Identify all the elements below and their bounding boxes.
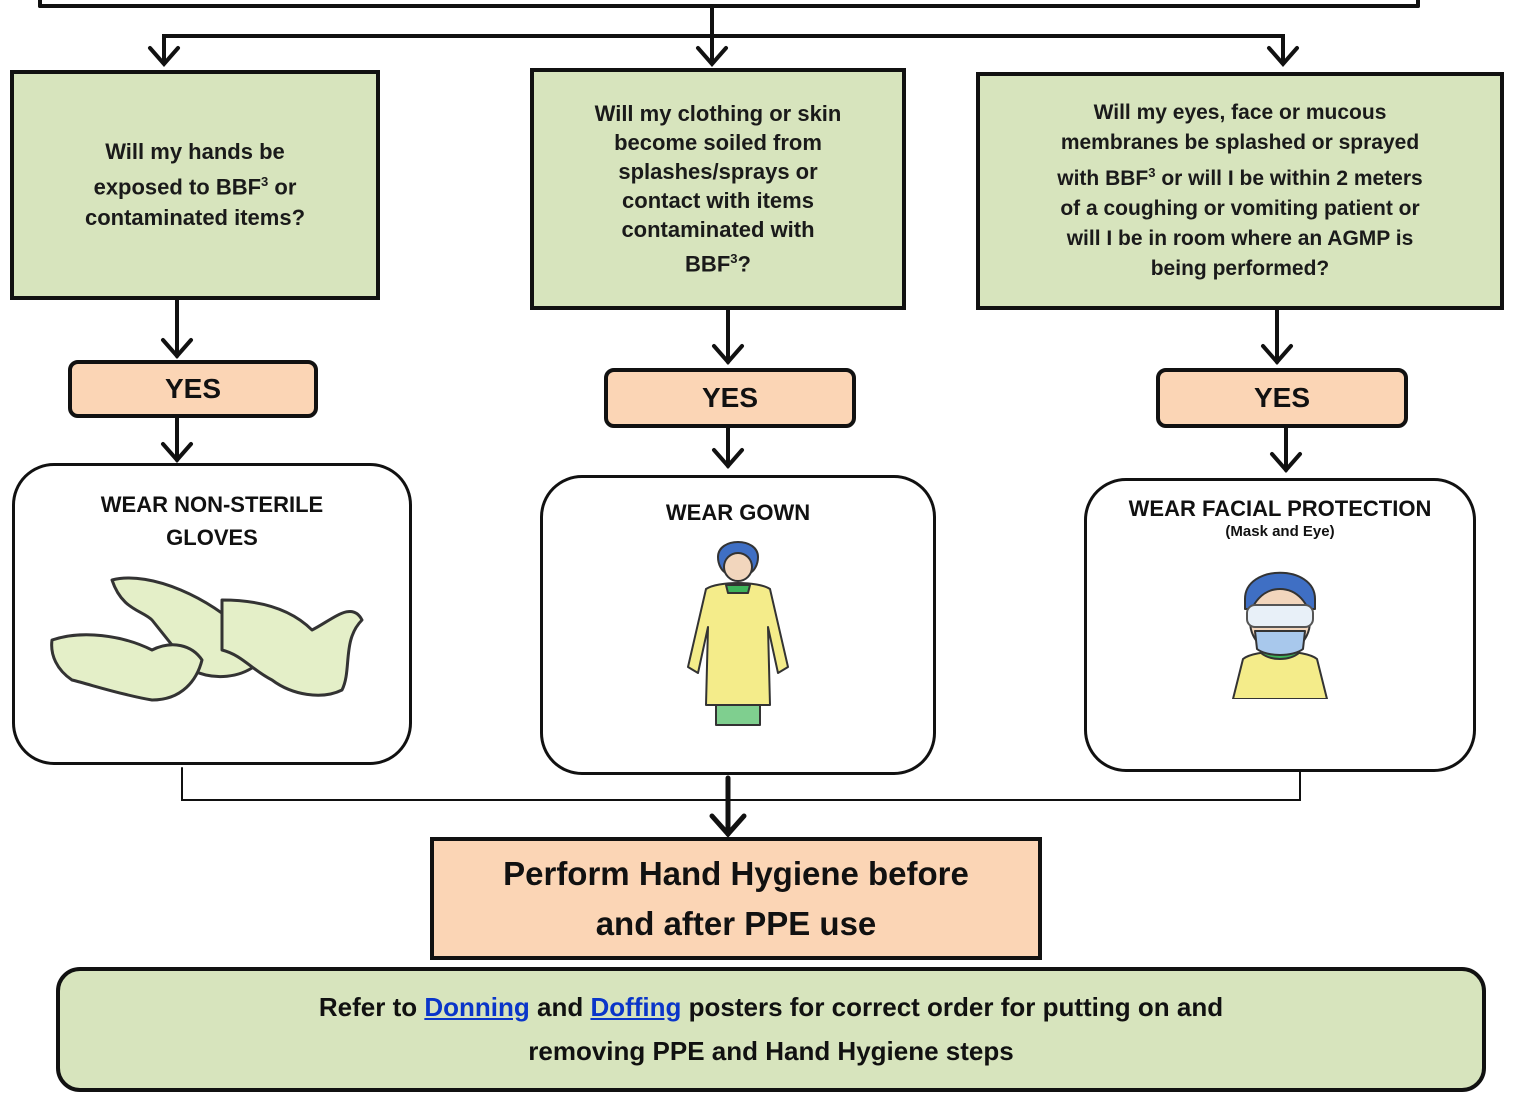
hand-hygiene-box: Perform Hand Hygiene before and after PP… — [430, 837, 1042, 960]
wear-gloves-title: WEAR NON-STERILE GLOVES — [100, 492, 324, 550]
yes-box-eyes: YES — [1156, 368, 1408, 428]
merge-line — [181, 767, 1301, 801]
wear-facial-subtitle: (Mask and Eye) — [1225, 523, 1335, 540]
yes-box-hands: YES — [68, 360, 318, 418]
doffing-link[interactable]: Doffing — [590, 992, 682, 1022]
wear-facial-title: WEAR FACIAL PROTECTION — [1128, 496, 1432, 521]
question-clothing-skin: Will my clothing or skin become soiled f… — [530, 68, 906, 310]
reference-box: Refer to Donning and Doffing posters for… — [56, 967, 1486, 1092]
donning-link[interactable]: Donning — [424, 992, 530, 1022]
question-eyes-face: Will my eyes, face or mucous membranes b… — [976, 72, 1504, 310]
gown-illustration — [687, 541, 789, 726]
gloves-illustration — [50, 576, 364, 702]
wear-gloves-box: WEAR NON-STERILE GLOVES — [12, 463, 412, 765]
question-hands: Will my hands be exposed to BBF3 or cont… — [10, 70, 380, 300]
wear-gown-box: WEAR GOWN — [540, 475, 936, 775]
yes-box-clothing: YES — [604, 368, 856, 428]
wear-gown-title: WEAR GOWN — [665, 500, 811, 525]
mask-eye-illustration — [1232, 571, 1328, 699]
reference-line-2: removing PPE and Hand Hygiene steps — [528, 1036, 1014, 1066]
wear-facial-box: WEAR FACIAL PROTECTION (Mask and Eye) — [1084, 478, 1476, 772]
top-split-line — [162, 34, 1285, 64]
reference-line-1: Refer to Donning and Doffing posters for… — [318, 992, 1224, 1022]
